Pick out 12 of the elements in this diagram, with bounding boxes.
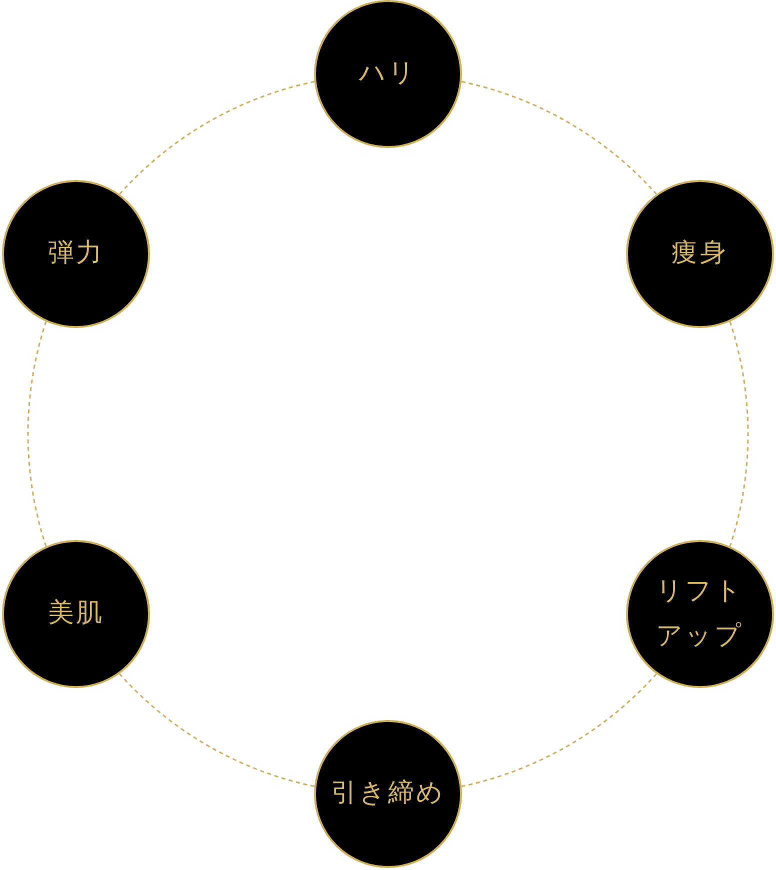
dashed-connector	[119, 80, 315, 195]
node-label: 痩身	[672, 237, 728, 270]
dashed-connector	[461, 80, 657, 195]
node-label: ハリ	[358, 57, 418, 90]
node-label: リフトアップ	[655, 574, 744, 653]
node-label: 引き締め	[330, 777, 446, 810]
dashed-connector	[729, 321, 748, 547]
dashed-connector	[28, 321, 47, 547]
dashed-connector	[461, 673, 657, 788]
node-label: 弾力	[48, 237, 104, 270]
dashed-connector	[119, 673, 315, 788]
node-label: 美肌	[48, 597, 104, 630]
